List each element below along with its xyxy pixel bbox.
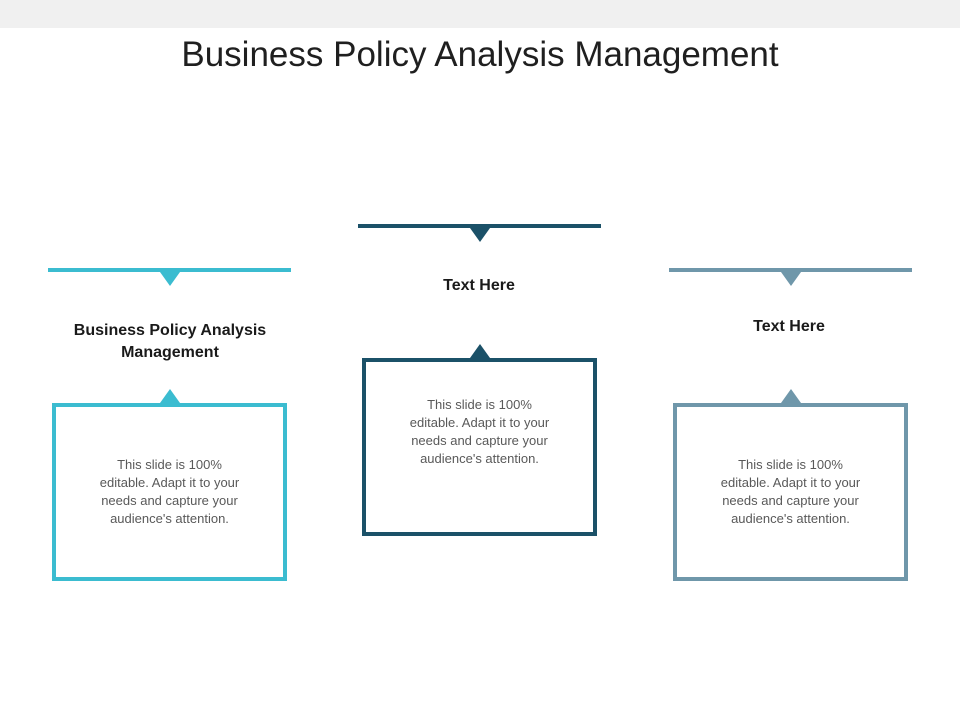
column-2-top-pointer bbox=[470, 228, 490, 242]
column-3-top-pointer bbox=[781, 272, 801, 286]
column-1-top-line bbox=[48, 268, 291, 272]
column-2-top-line bbox=[358, 224, 601, 228]
column-2-box: This slide is 100% editable. Adapt it to… bbox=[362, 358, 597, 536]
column-1-box: This slide is 100% editable. Adapt it to… bbox=[52, 403, 287, 581]
column-2-box-pointer bbox=[470, 344, 490, 358]
column-1-box-pointer bbox=[160, 389, 180, 403]
column-1-body: This slide is 100% editable. Adapt it to… bbox=[99, 457, 240, 526]
column-3-box: This slide is 100% editable. Adapt it to… bbox=[673, 403, 908, 581]
column-3-body: This slide is 100% editable. Adapt it to… bbox=[720, 457, 861, 526]
column-2-body: This slide is 100% editable. Adapt it to… bbox=[409, 397, 550, 466]
column-3-top-line bbox=[669, 268, 912, 272]
column-3-box-pointer bbox=[781, 389, 801, 403]
column-1-top-pointer bbox=[160, 272, 180, 286]
top-bar bbox=[0, 0, 960, 28]
column-2-heading: Text Here bbox=[443, 277, 515, 294]
slide-title: Business Policy Analysis Management bbox=[181, 35, 779, 74]
column-1-heading: Business Policy Analysis Management bbox=[73, 322, 267, 361]
column-3-heading: Text Here bbox=[753, 318, 825, 335]
